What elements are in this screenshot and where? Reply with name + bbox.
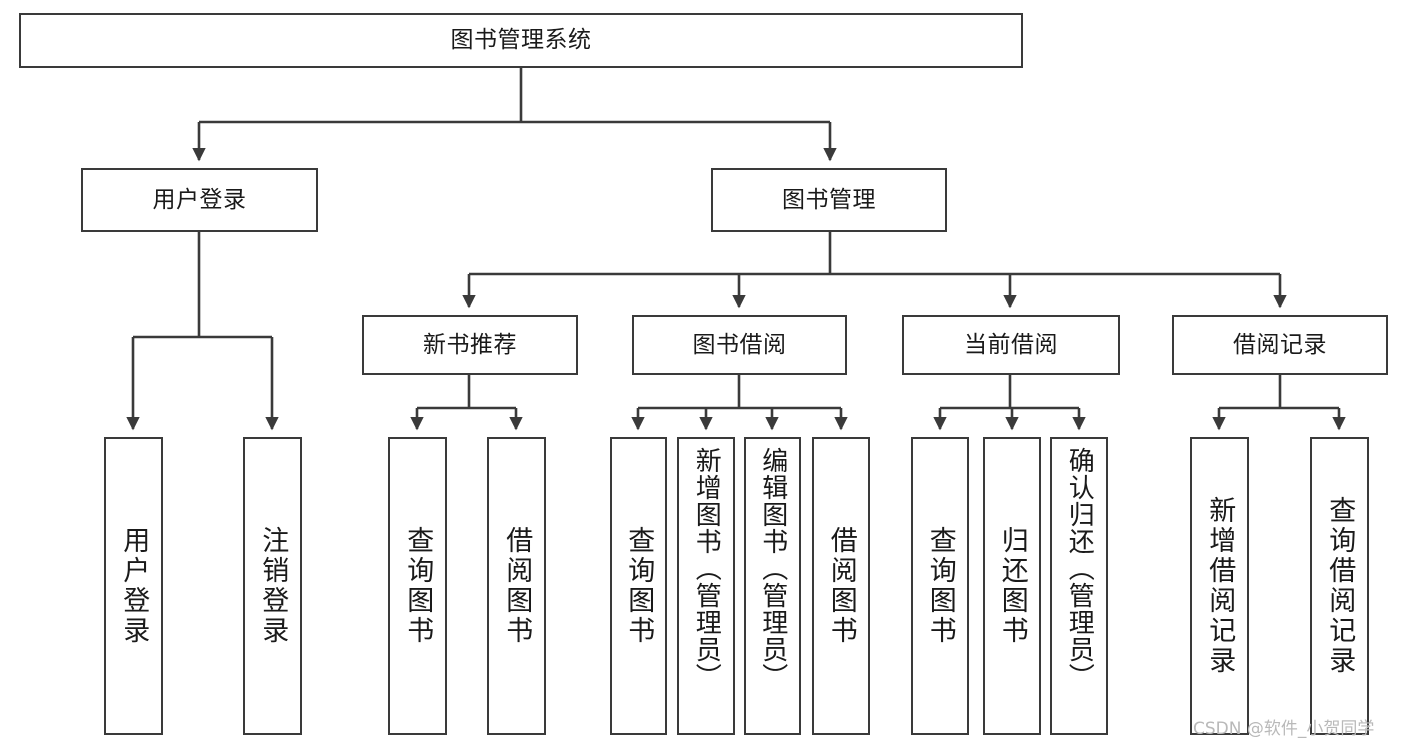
leaf-user-logout-label: 注销登录: [257, 526, 289, 646]
leaf-borrow-edit-book-admin[interactable]: 编辑图书（管理员）: [744, 437, 801, 735]
leaf-current-return-books[interactable]: 归还图书: [983, 437, 1041, 735]
node-root-label: 图书管理系统: [450, 27, 592, 54]
leaf-newbook-query-books-label: 查询图书: [402, 526, 434, 646]
leaf-newbook-borrow-books[interactable]: 借阅图书: [487, 437, 546, 735]
leaf-current-confirm-return-admin[interactable]: 确认归还（管理员）: [1050, 437, 1108, 735]
leaf-record-add-record-label: 新增借阅记录: [1204, 496, 1236, 676]
leaf-user-login[interactable]: 用户登录: [104, 437, 163, 735]
node-book-borrow-label: 图书借阅: [692, 331, 787, 358]
leaf-current-query-books-label: 查询图书: [924, 526, 956, 646]
leaf-borrow-borrow-books[interactable]: 借阅图书: [812, 437, 870, 735]
leaf-borrow-edit-book-admin-label: 编辑图书（管理员）: [757, 447, 788, 690]
node-new-book-recommend-label: 新书推荐: [423, 331, 517, 358]
leaf-borrow-add-book-admin[interactable]: 新增图书（管理员）: [677, 437, 735, 735]
leaf-user-login-label: 用户登录: [118, 526, 150, 646]
node-book-management-label: 图书管理: [782, 186, 876, 213]
node-current-borrow[interactable]: 当前借阅: [902, 315, 1120, 375]
leaf-borrow-borrow-books-label: 借阅图书: [825, 526, 857, 646]
node-root[interactable]: 图书管理系统: [19, 13, 1023, 68]
leaf-record-query-record-label: 查询借阅记录: [1324, 496, 1356, 676]
leaf-current-query-books[interactable]: 查询图书: [911, 437, 969, 735]
node-borrow-record-label: 借阅记录: [1233, 331, 1327, 358]
leaf-newbook-borrow-books-label: 借阅图书: [501, 526, 533, 646]
leaf-borrow-query-books-label: 查询图书: [623, 526, 655, 646]
node-borrow-record[interactable]: 借阅记录: [1172, 315, 1388, 375]
node-book-management[interactable]: 图书管理: [711, 168, 947, 232]
node-user-login-label: 用户登录: [152, 186, 247, 213]
node-new-book-recommend[interactable]: 新书推荐: [362, 315, 578, 375]
csdn-watermark: CSDN @软件_小贺同学: [1193, 719, 1375, 739]
node-book-borrow[interactable]: 图书借阅: [632, 315, 847, 375]
leaf-borrow-query-books[interactable]: 查询图书: [610, 437, 667, 735]
leaf-borrow-add-book-admin-label: 新增图书（管理员）: [691, 447, 722, 690]
leaf-record-add-record[interactable]: 新增借阅记录: [1190, 437, 1249, 735]
leaf-current-return-books-label: 归还图书: [996, 526, 1028, 646]
node-current-borrow-label: 当前借阅: [964, 331, 1058, 358]
leaf-record-query-record[interactable]: 查询借阅记录: [1310, 437, 1369, 735]
leaf-newbook-query-books[interactable]: 查询图书: [388, 437, 447, 735]
leaf-current-confirm-return-admin-label: 确认归还（管理员）: [1064, 447, 1095, 690]
node-user-login[interactable]: 用户登录: [81, 168, 318, 232]
leaf-user-logout[interactable]: 注销登录: [243, 437, 302, 735]
